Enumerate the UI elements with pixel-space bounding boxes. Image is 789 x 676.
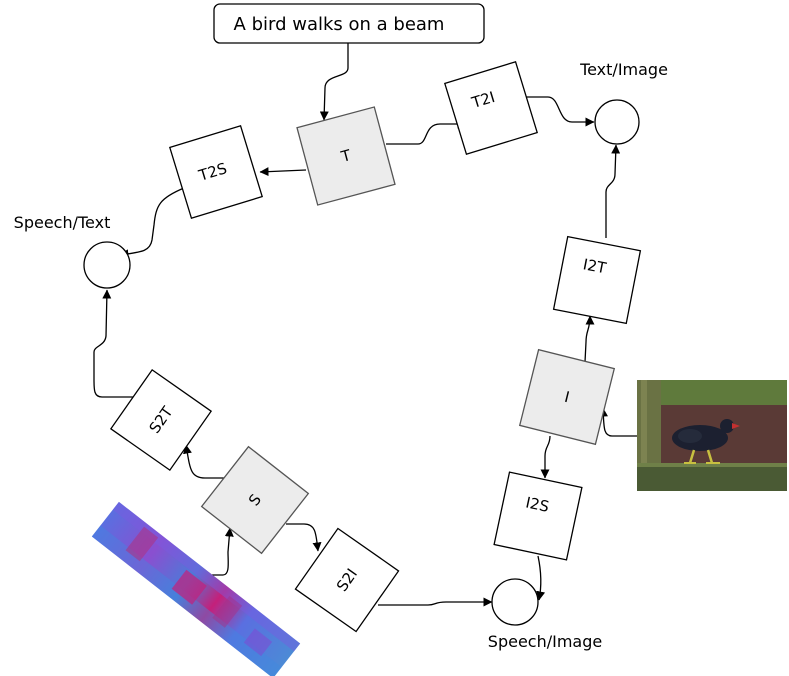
edge-photo-to-image	[598, 407, 637, 437]
translator-s2i-box: S2I	[294, 527, 400, 633]
edge-image-to-i2s	[540, 435, 551, 479]
caption-box: A bird walks on a beam	[213, 3, 485, 44]
edge-s2t-to-speech-text	[93, 289, 135, 398]
node-text-image	[594, 99, 640, 145]
edge-i2s-to-speech-image	[536, 555, 546, 601]
translator-i2s-box: I2S	[493, 471, 583, 561]
translator-s2t-box: S2T	[109, 368, 213, 472]
translator-i2t-box: I2T	[552, 235, 642, 325]
edge-i2t-to-text-image	[605, 144, 621, 238]
speech-spectrogram-icon	[91, 501, 301, 676]
caption-text: A bird walks on a beam	[234, 14, 445, 35]
modality-text-box: T	[296, 106, 396, 206]
edge-caption-to-text	[319, 43, 349, 121]
node-speech-text	[83, 241, 131, 289]
bird-photo-icon	[637, 380, 787, 491]
node-speech-image	[491, 578, 539, 626]
edge-text-to-t2i	[386, 119, 467, 145]
modality-image-box: I	[518, 348, 616, 446]
translator-t2s-box: T2S	[168, 124, 264, 220]
node-speech-text-label: Speech/Text	[14, 213, 111, 232]
edge-t2s-to-speech-text	[119, 187, 185, 259]
modality-speech-box: S	[200, 445, 310, 555]
edge-speech-to-s2i	[286, 523, 322, 552]
edge-s2i-to-speech-image	[378, 597, 493, 607]
edge-image-to-i2t	[584, 315, 595, 363]
edge-t2i-to-text-image	[526, 96, 595, 127]
edge-speech-to-s2t	[183, 444, 226, 479]
edge-text-to-t2s	[259, 167, 307, 177]
node-speech-image-label: Speech/Image	[488, 632, 602, 651]
node-text-image-label: Text/Image	[579, 60, 668, 79]
modality-image-label: I	[563, 388, 572, 407]
translator-i2s-label: I2S	[524, 493, 551, 515]
translator-t2i-box: T2I	[443, 60, 539, 156]
edge-spectrogram-to-speech	[212, 527, 234, 576]
translator-i2t-label: I2T	[581, 255, 608, 277]
